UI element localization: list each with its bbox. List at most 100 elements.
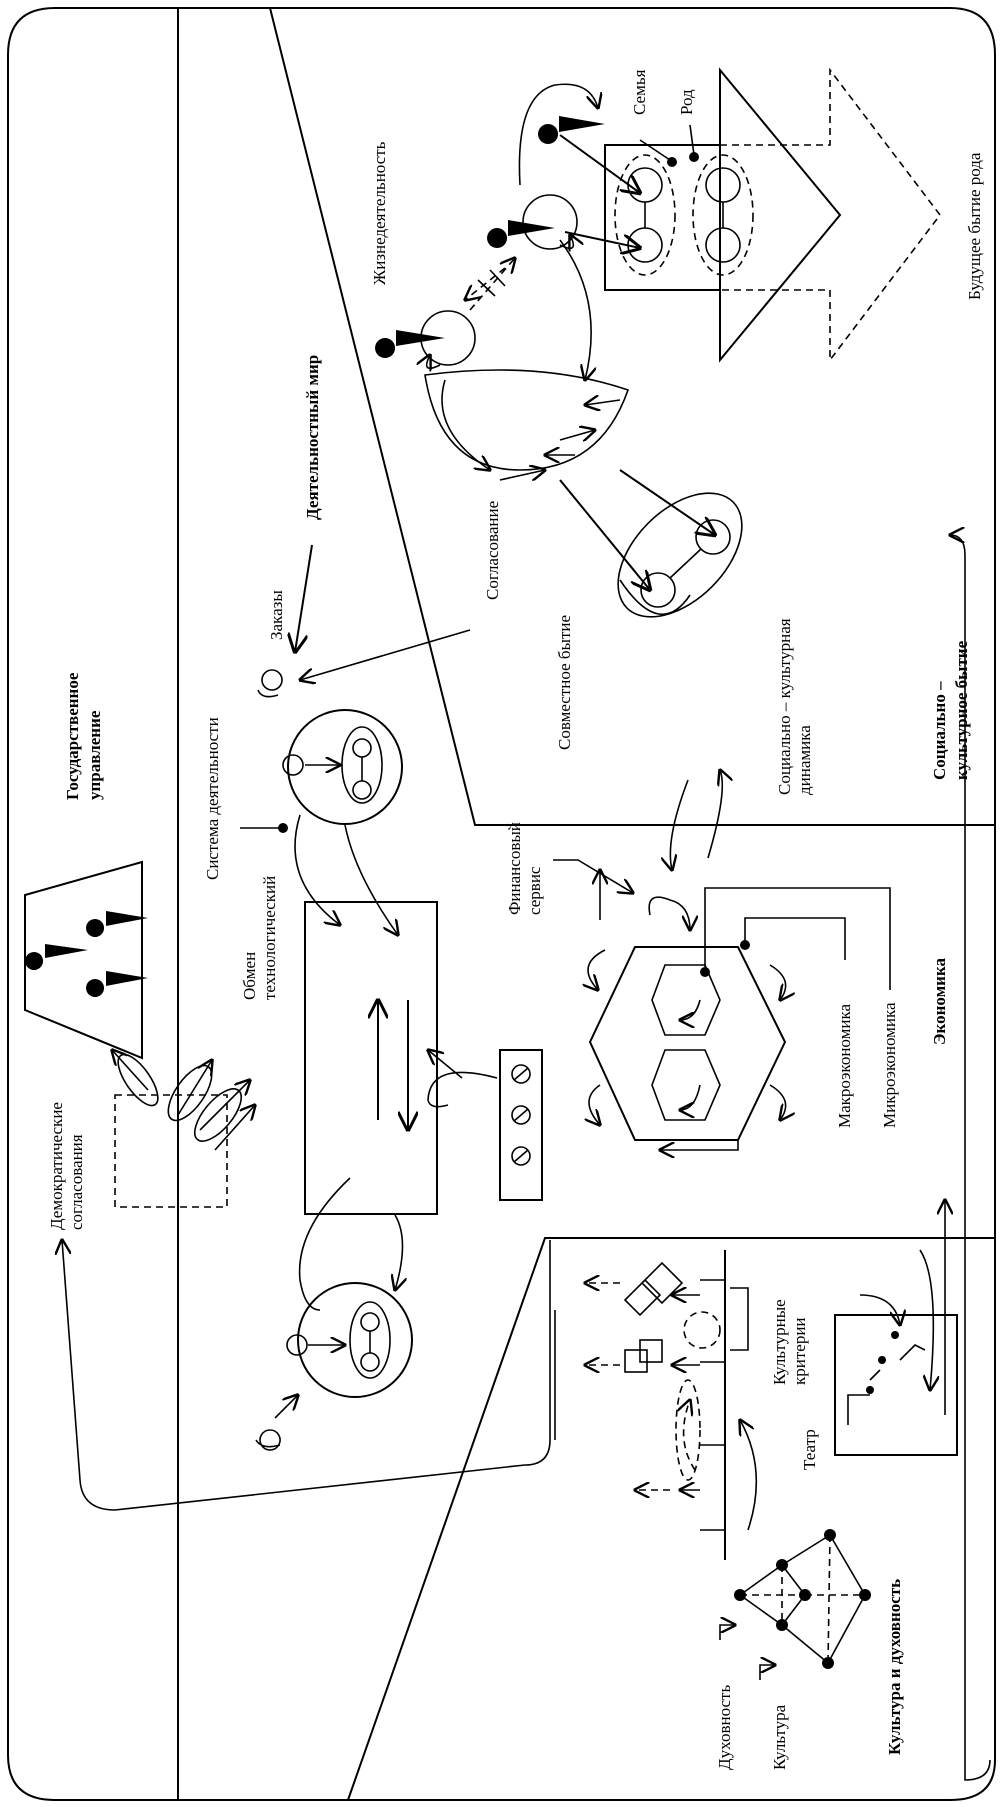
microeconomics-label: Микроэкономика bbox=[880, 1002, 899, 1128]
tech-exchange-box bbox=[304, 901, 438, 1215]
lower-system-actor bbox=[286, 1334, 308, 1356]
spirituality-label: Духовность bbox=[715, 1685, 734, 1770]
network-node bbox=[859, 1589, 871, 1601]
theater-dot-2 bbox=[878, 1356, 886, 1364]
person-figure-1 bbox=[375, 330, 445, 358]
lower-unit-node-top bbox=[360, 1312, 380, 1332]
system-to-exchange-arrow-2 bbox=[344, 824, 398, 935]
government-trapezoid bbox=[24, 860, 143, 1060]
economy-hexagon bbox=[588, 946, 787, 1141]
orders-node bbox=[261, 669, 283, 691]
culture-curved-arrow bbox=[740, 1420, 758, 1531]
bowl-to-group-arrow-2 bbox=[619, 469, 715, 535]
resource-token-2-slash bbox=[513, 1108, 529, 1122]
lower-system-unit bbox=[349, 1301, 391, 1379]
network-edge bbox=[739, 1564, 783, 1596]
network-node bbox=[734, 1589, 746, 1601]
official-figure-1 bbox=[25, 944, 88, 970]
life-dashed-link-1 bbox=[469, 258, 515, 311]
culture-label: Культура bbox=[770, 1704, 789, 1770]
resources-to-exchange-arrow bbox=[428, 1050, 498, 1108]
person-figure-3 bbox=[538, 116, 605, 144]
kin-pointer-dot bbox=[689, 152, 699, 162]
orders-arrow bbox=[295, 544, 313, 652]
activity-system-pointer-dot bbox=[278, 823, 288, 833]
exchange-to-unit-arrow-1 bbox=[298, 1177, 351, 1311]
life-activity-label: Жизнедеятельность bbox=[370, 141, 389, 285]
culture-region-boundary bbox=[347, 1237, 995, 1801]
culture-block: Культурныекритерии Театр Духовность bbox=[554, 1200, 958, 1770]
joint-being-label: Совместное бытие bbox=[555, 615, 574, 750]
network-edge bbox=[827, 1594, 866, 1664]
theater-flow-1 bbox=[919, 1249, 933, 1390]
square-figure-2 bbox=[639, 1339, 663, 1363]
network-edge bbox=[781, 1594, 806, 1626]
resource-token-3 bbox=[511, 1146, 531, 1166]
theater-label: Театр bbox=[800, 1429, 819, 1470]
bowl-to-group-arrow-1 bbox=[559, 479, 650, 590]
kin-ellipse bbox=[692, 154, 754, 276]
economy-heading: Экономика bbox=[930, 958, 949, 1045]
person-figure-2 bbox=[487, 220, 555, 248]
network-edge bbox=[781, 1624, 829, 1664]
resource-token-2 bbox=[511, 1105, 531, 1125]
family-pointer bbox=[639, 139, 671, 161]
activity-system-unit bbox=[341, 726, 383, 804]
network-edge bbox=[829, 1534, 866, 1596]
joint-being-block: Согласование Совместное бытие Социально … bbox=[424, 239, 991, 1781]
culture-dashed-loop bbox=[684, 1400, 696, 1471]
bowl-arrow-2 bbox=[559, 430, 595, 440]
life-cross-2 bbox=[489, 269, 506, 287]
life-dashed-link-2 bbox=[465, 267, 506, 300]
orders-label: Заказы bbox=[267, 590, 286, 640]
official-figure-3 bbox=[86, 971, 148, 997]
life-circle-loop-left bbox=[427, 355, 441, 368]
micro-dot bbox=[740, 940, 750, 950]
socio-cultural-dynamics-label: Социально – культурнаядинамика bbox=[775, 618, 814, 795]
orders-node-hook bbox=[257, 689, 279, 698]
life-circle-left bbox=[420, 310, 476, 366]
econ-loop-3 bbox=[589, 1084, 600, 1125]
joint-group-loop bbox=[619, 579, 691, 616]
network-edge bbox=[781, 1534, 831, 1566]
econ-cell-1 bbox=[651, 964, 721, 1036]
theater-dot-3 bbox=[891, 1331, 899, 1339]
activity-system-circle bbox=[287, 709, 403, 825]
diamond-figure bbox=[623, 1261, 684, 1317]
family-label: Семья bbox=[630, 69, 649, 115]
system-to-exchange-arrow-1 bbox=[294, 814, 340, 925]
econ-bottom-arrow bbox=[660, 1140, 739, 1150]
activity-system-block: Заказы Система деятельности bbox=[203, 544, 471, 935]
socio-cultural-being-heading: Социально –культурное бытие bbox=[930, 640, 971, 780]
culture-arrow bbox=[759, 1665, 775, 1680]
joint-group-ellipse bbox=[617, 492, 743, 618]
micro-line bbox=[744, 917, 846, 960]
coordination-arrow-1 bbox=[112, 1050, 149, 1091]
top-loop-arrow bbox=[518, 83, 598, 186]
life-to-bowl-arrow bbox=[441, 379, 490, 470]
network-edge bbox=[739, 1594, 783, 1626]
person-to-family-arrow-1 bbox=[559, 134, 640, 193]
lower-system-circle bbox=[297, 1282, 413, 1398]
dynamics-arrow-down bbox=[670, 779, 689, 870]
life-to-bowl-arrow-2 bbox=[559, 239, 591, 380]
joint-group-node-2 bbox=[695, 519, 731, 555]
kin-pointer bbox=[689, 124, 695, 156]
network-node bbox=[776, 1559, 788, 1571]
kin-node-bottom bbox=[705, 227, 741, 263]
theater-stage bbox=[847, 1394, 870, 1425]
coordination-to-system-arrow bbox=[300, 629, 471, 680]
network-edge-dashed bbox=[827, 1534, 831, 1664]
spirituality-arrow bbox=[719, 1625, 735, 1640]
resource-bar bbox=[499, 1049, 543, 1201]
culture-bracket bbox=[730, 1287, 749, 1351]
life-circle-right bbox=[522, 194, 578, 250]
dashed-ellipse bbox=[675, 1379, 701, 1481]
tech-exchange-block: Обментехнологический bbox=[240, 876, 543, 1451]
unit-node-top bbox=[352, 738, 372, 758]
coordination-arrow-3 bbox=[199, 1080, 250, 1131]
family-node-top bbox=[627, 167, 663, 203]
econ-loop-5 bbox=[769, 1084, 786, 1120]
life-activity-block: Жизнедеятельность Будущее бытие рода Сем… bbox=[370, 67, 984, 368]
